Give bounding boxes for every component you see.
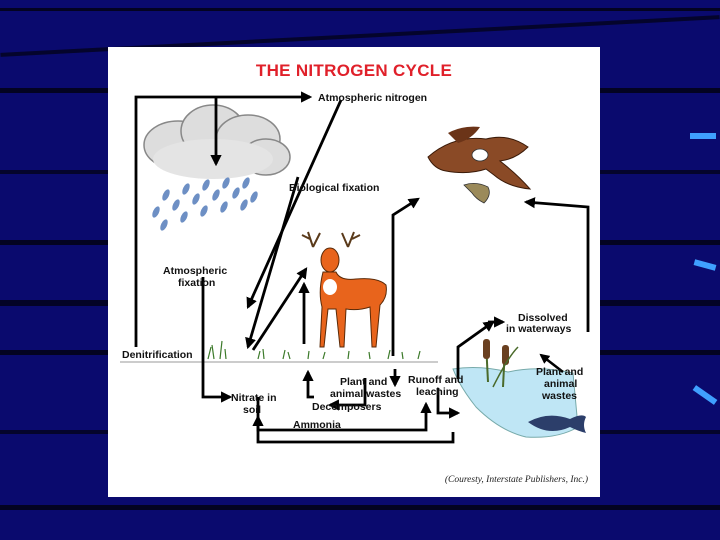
cattail-icon	[483, 339, 519, 388]
diagram-panel: Atmospheric nitrogen Biological fixation…	[108, 47, 600, 497]
fish-icon	[528, 415, 586, 433]
label-water-wastes: animal	[544, 378, 577, 390]
label-nitrate: Nitrate in	[231, 392, 277, 404]
label-dissolved: in waterways	[506, 323, 572, 335]
accent-bar	[690, 133, 716, 139]
label-atmospheric-nitrogen: Atmospheric nitrogen	[318, 92, 427, 104]
label-decomposers: Decomposers	[312, 401, 382, 413]
label-runoff-leaching: Runoff and	[408, 374, 463, 386]
label-ammonia: Ammonia	[293, 419, 341, 431]
eagle-icon	[427, 126, 532, 204]
rain-icon	[152, 177, 258, 231]
diagram-title: THE NITROGEN CYCLE	[255, 61, 453, 80]
label-nitrate: soil	[243, 404, 261, 416]
label-plant-animal-wastes: animal wastes	[330, 388, 401, 400]
label-denitrification: Denitrification	[122, 349, 193, 361]
label-water-wastes: Plant and	[536, 366, 583, 378]
label-plant-animal-wastes: Plant and	[340, 376, 387, 388]
label-biological-fixation: Biological fixation	[289, 182, 379, 194]
deer-icon	[301, 231, 387, 348]
image-credit: (Couresty, Interstate Publishers, Inc.)	[444, 475, 588, 485]
label-dissolved: Dissolved	[518, 312, 568, 324]
label-runoff-leaching: leaching	[416, 386, 459, 398]
cycle-arrows	[134, 91, 590, 444]
grass-icon	[207, 340, 421, 360]
label-atmospheric-fixation: Atmospheric	[163, 265, 227, 277]
label-atmospheric-fixation: fixation	[178, 277, 215, 289]
nitrogen-cycle-diagram: Atmospheric nitrogen Biological fixation…	[120, 91, 590, 444]
label-water-wastes: wastes	[541, 390, 577, 402]
